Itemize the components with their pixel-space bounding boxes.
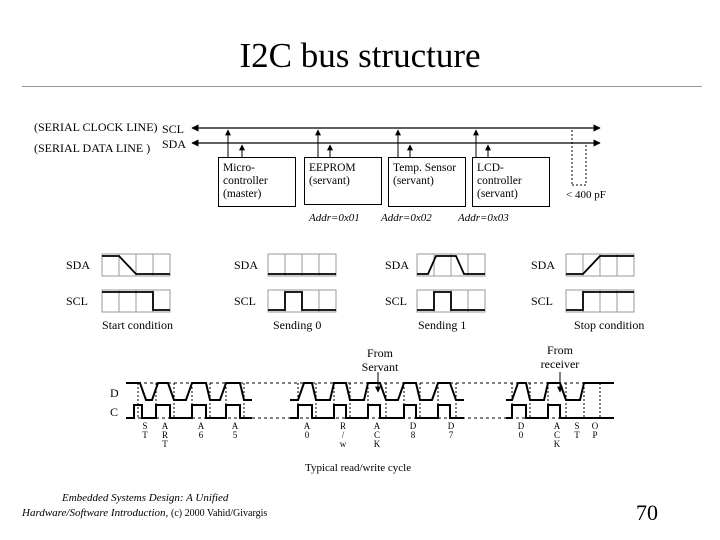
device-microcontroller: Micro-controller (master) [218,157,296,207]
sig-rw: R/w [339,421,347,449]
from-receiver: From receiver [540,343,580,371]
cond-0-sda: SDA [234,258,259,272]
cond-1-scl: SCL [385,294,408,308]
wave-stop-sda [566,255,634,275]
wave-start-sda [102,255,170,275]
rw-c-line [126,404,252,419]
from-servant: From Servant [361,346,399,374]
wave-1-sda [417,255,485,275]
scl-label: SCL [162,122,185,136]
cond-start-scl: SCL [66,294,89,308]
wave-start-scl [102,291,170,311]
page-title: I2C bus structure [239,36,481,75]
rw-c-line-3 [506,404,614,419]
cond-1-sda: SDA [385,258,410,272]
device-lcd-controller: LCD-controller (servant) [472,157,550,207]
wave-1-scl [417,291,485,311]
device-temp-sensor: Temp. Sensor (servant) [388,157,466,207]
scl-line-label: (SERIAL CLOCK LINE) [34,120,158,134]
addr-lcd: Addr=0x03 [458,212,509,224]
footer-line1: Embedded Systems Design: A Unified [62,492,229,504]
rw-d-line [126,382,252,401]
capacitance-dashed [571,130,587,186]
grid-stop [565,253,635,313]
rw-caption: Typical read/write cycle [305,462,412,474]
d-label: D [110,386,119,400]
cond-0-caption: Sending 0 [273,318,322,332]
rw-d-line-2 [290,382,464,401]
cond-1-caption: Sending 1 [418,318,467,332]
footer-line2: Hardware/Software Introduction, (c) 2000… [22,507,268,519]
addr-temp-sensor: Addr=0x02 [381,212,432,224]
rw-c-line-2 [290,404,464,419]
cond-start-sda: SDA [66,258,91,272]
cond-stop-caption: Stop condition [574,318,645,332]
cond-stop-scl: SCL [531,294,554,308]
grid-start [101,253,171,313]
title-rule [22,86,702,87]
wave-0-scl [268,291,336,311]
addr-eeprom: Addr=0x01 [309,212,360,224]
capacitance-limit: < 400 pF [566,189,606,201]
page-number: 70 [636,500,658,525]
sda-line-label: (SERIAL DATA LINE ) [34,141,151,155]
wave-stop-scl [566,291,634,311]
cond-0-scl: SCL [234,294,257,308]
rw-d-line-3 [506,382,614,401]
c-label: C [110,405,119,419]
device-eeprom: EEPROM (servant) [304,157,382,205]
device-taps [225,129,491,157]
cond-start-caption: Start condition [102,318,173,332]
sda-label: SDA [162,137,187,151]
cond-stop-sda: SDA [531,258,556,272]
